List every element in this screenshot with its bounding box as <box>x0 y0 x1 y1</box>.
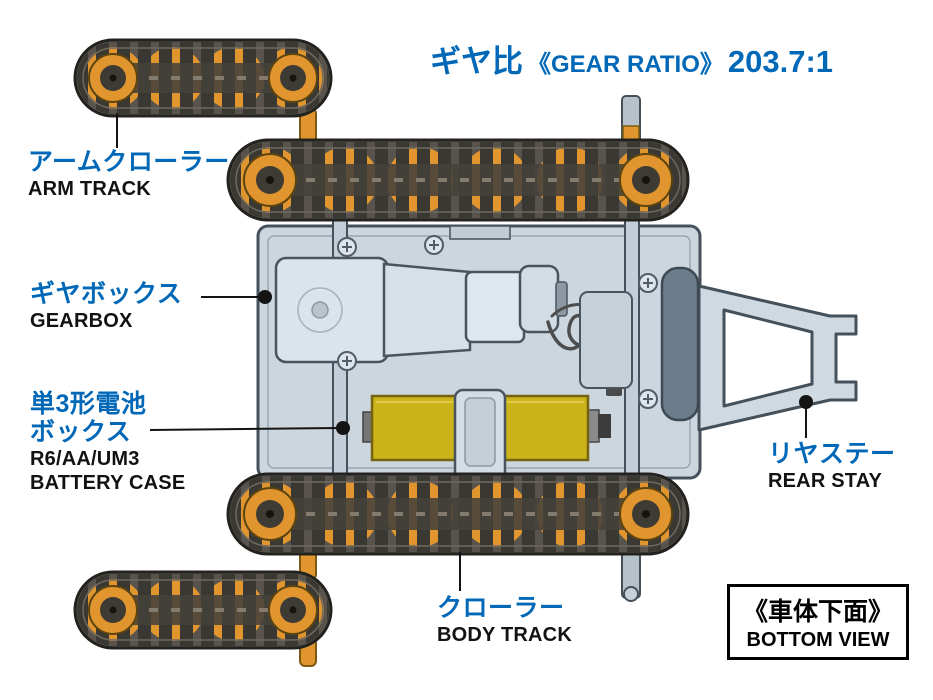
rear-stay-label-jp: リヤステー <box>768 440 896 468</box>
battery-label-en-1: R6/AA/UM3 <box>30 448 140 470</box>
battery-callout-dot <box>336 421 350 435</box>
gearbox-graphic <box>274 256 568 364</box>
battery-case-label: 単3形電池 ボックス R6/AA/UM3 BATTERY CASE <box>30 390 185 495</box>
arm-track-label-en: ARM TRACK <box>28 178 151 200</box>
battery-label-jp-1: 単3形電池 <box>30 390 147 418</box>
body-track-label: クローラー BODY TRACK <box>437 594 572 646</box>
gear-ratio-en: 《GEAR RATIO》 <box>527 51 724 78</box>
gearbox-label: ギヤボックス GEARBOX <box>30 280 182 332</box>
body-track-label-en: BODY TRACK <box>437 624 572 646</box>
battery-label-jp-2: ボックス <box>30 418 132 446</box>
gearbox-callout-dot <box>258 290 272 304</box>
body-track-lower-graphic <box>226 472 690 556</box>
arm-track-bottom-graphic <box>73 570 333 650</box>
battery-label-en-2: BATTERY CASE <box>30 472 186 495</box>
arm-track-label: アームクローラー ARM TRACK <box>28 148 230 200</box>
rear-stay-callout-dot <box>799 395 813 409</box>
body-track-upper-graphic <box>226 138 690 222</box>
rear-stay-label-en: REAR STAY <box>768 470 883 492</box>
rear-stay-label: リヤステー REAR STAY <box>768 440 896 492</box>
bottom-view-box: 《車体下面》 BOTTOM VIEW <box>727 584 910 660</box>
battery-callout-line <box>149 427 339 431</box>
arm-track-label-jp: アームクローラー <box>28 148 230 176</box>
battery-case-graphic <box>362 388 611 482</box>
inner-frame-graphic <box>579 291 633 389</box>
bottom-view-en: BOTTOM VIEW <box>746 629 890 651</box>
arm-track-top-graphic <box>73 38 333 118</box>
body-track-label-jp: クローラー <box>437 594 565 622</box>
rear-stay-graphic <box>660 266 858 432</box>
callouts <box>116 113 813 591</box>
bottom-view-jp: 《車体下面》 <box>743 598 894 626</box>
gearbox-label-en: GEARBOX <box>30 310 133 332</box>
gear-ratio-title: ギヤ比《GEAR RATIO》203.7:1 <box>430 36 833 81</box>
gear-ratio-jp: ギヤ比 <box>430 44 523 79</box>
gearbox-label-jp: ギヤボックス <box>30 280 183 308</box>
gear-ratio-value: 203.7:1 <box>727 44 834 79</box>
